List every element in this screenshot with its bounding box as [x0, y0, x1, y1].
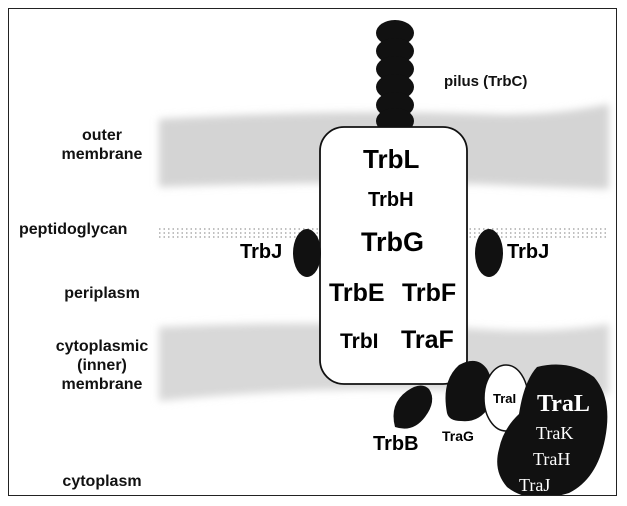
- protein-trbh: TrbH: [368, 189, 414, 212]
- trbb-shape: [394, 385, 433, 428]
- protein-traf: TraF: [401, 326, 454, 355]
- protein-trbf: TrbF: [402, 279, 456, 308]
- trbj-left-shape: [293, 229, 321, 277]
- protein-trbi: TrbI: [340, 330, 379, 354]
- periplasm-label: periplasm: [37, 284, 167, 303]
- protein-traj: TraJ: [519, 475, 550, 496]
- pilus-label: pilus (TrbC): [444, 72, 527, 91]
- protein-trbb: TrbB: [373, 433, 419, 456]
- outer-membrane-label: outer membrane: [37, 126, 167, 164]
- trbj-right-shape: [475, 229, 503, 277]
- pilus-icon: [376, 20, 414, 134]
- protein-trah: TraH: [533, 449, 570, 470]
- diagram-frame: outer membrane peptidoglycan periplasm c…: [8, 8, 617, 496]
- protein-trbg: TrbG: [361, 227, 424, 258]
- protein-trbj-left: TrbJ: [240, 241, 282, 264]
- protein-trbj-right: TrbJ: [507, 241, 549, 264]
- protein-trag: TraG: [442, 428, 474, 444]
- protein-trbe: TrbE: [329, 279, 385, 308]
- cytoplasmic-membrane-label: cytoplasmic (inner) membrane: [37, 337, 167, 394]
- protein-tral: TraL: [537, 391, 590, 418]
- protein-trbl: TrbL: [363, 144, 419, 175]
- protein-trai: TraI: [493, 391, 516, 406]
- cytoplasm-label: cytoplasm: [37, 472, 167, 491]
- protein-trak: TraK: [536, 423, 573, 444]
- peptidoglycan-label: peptidoglycan: [19, 220, 127, 239]
